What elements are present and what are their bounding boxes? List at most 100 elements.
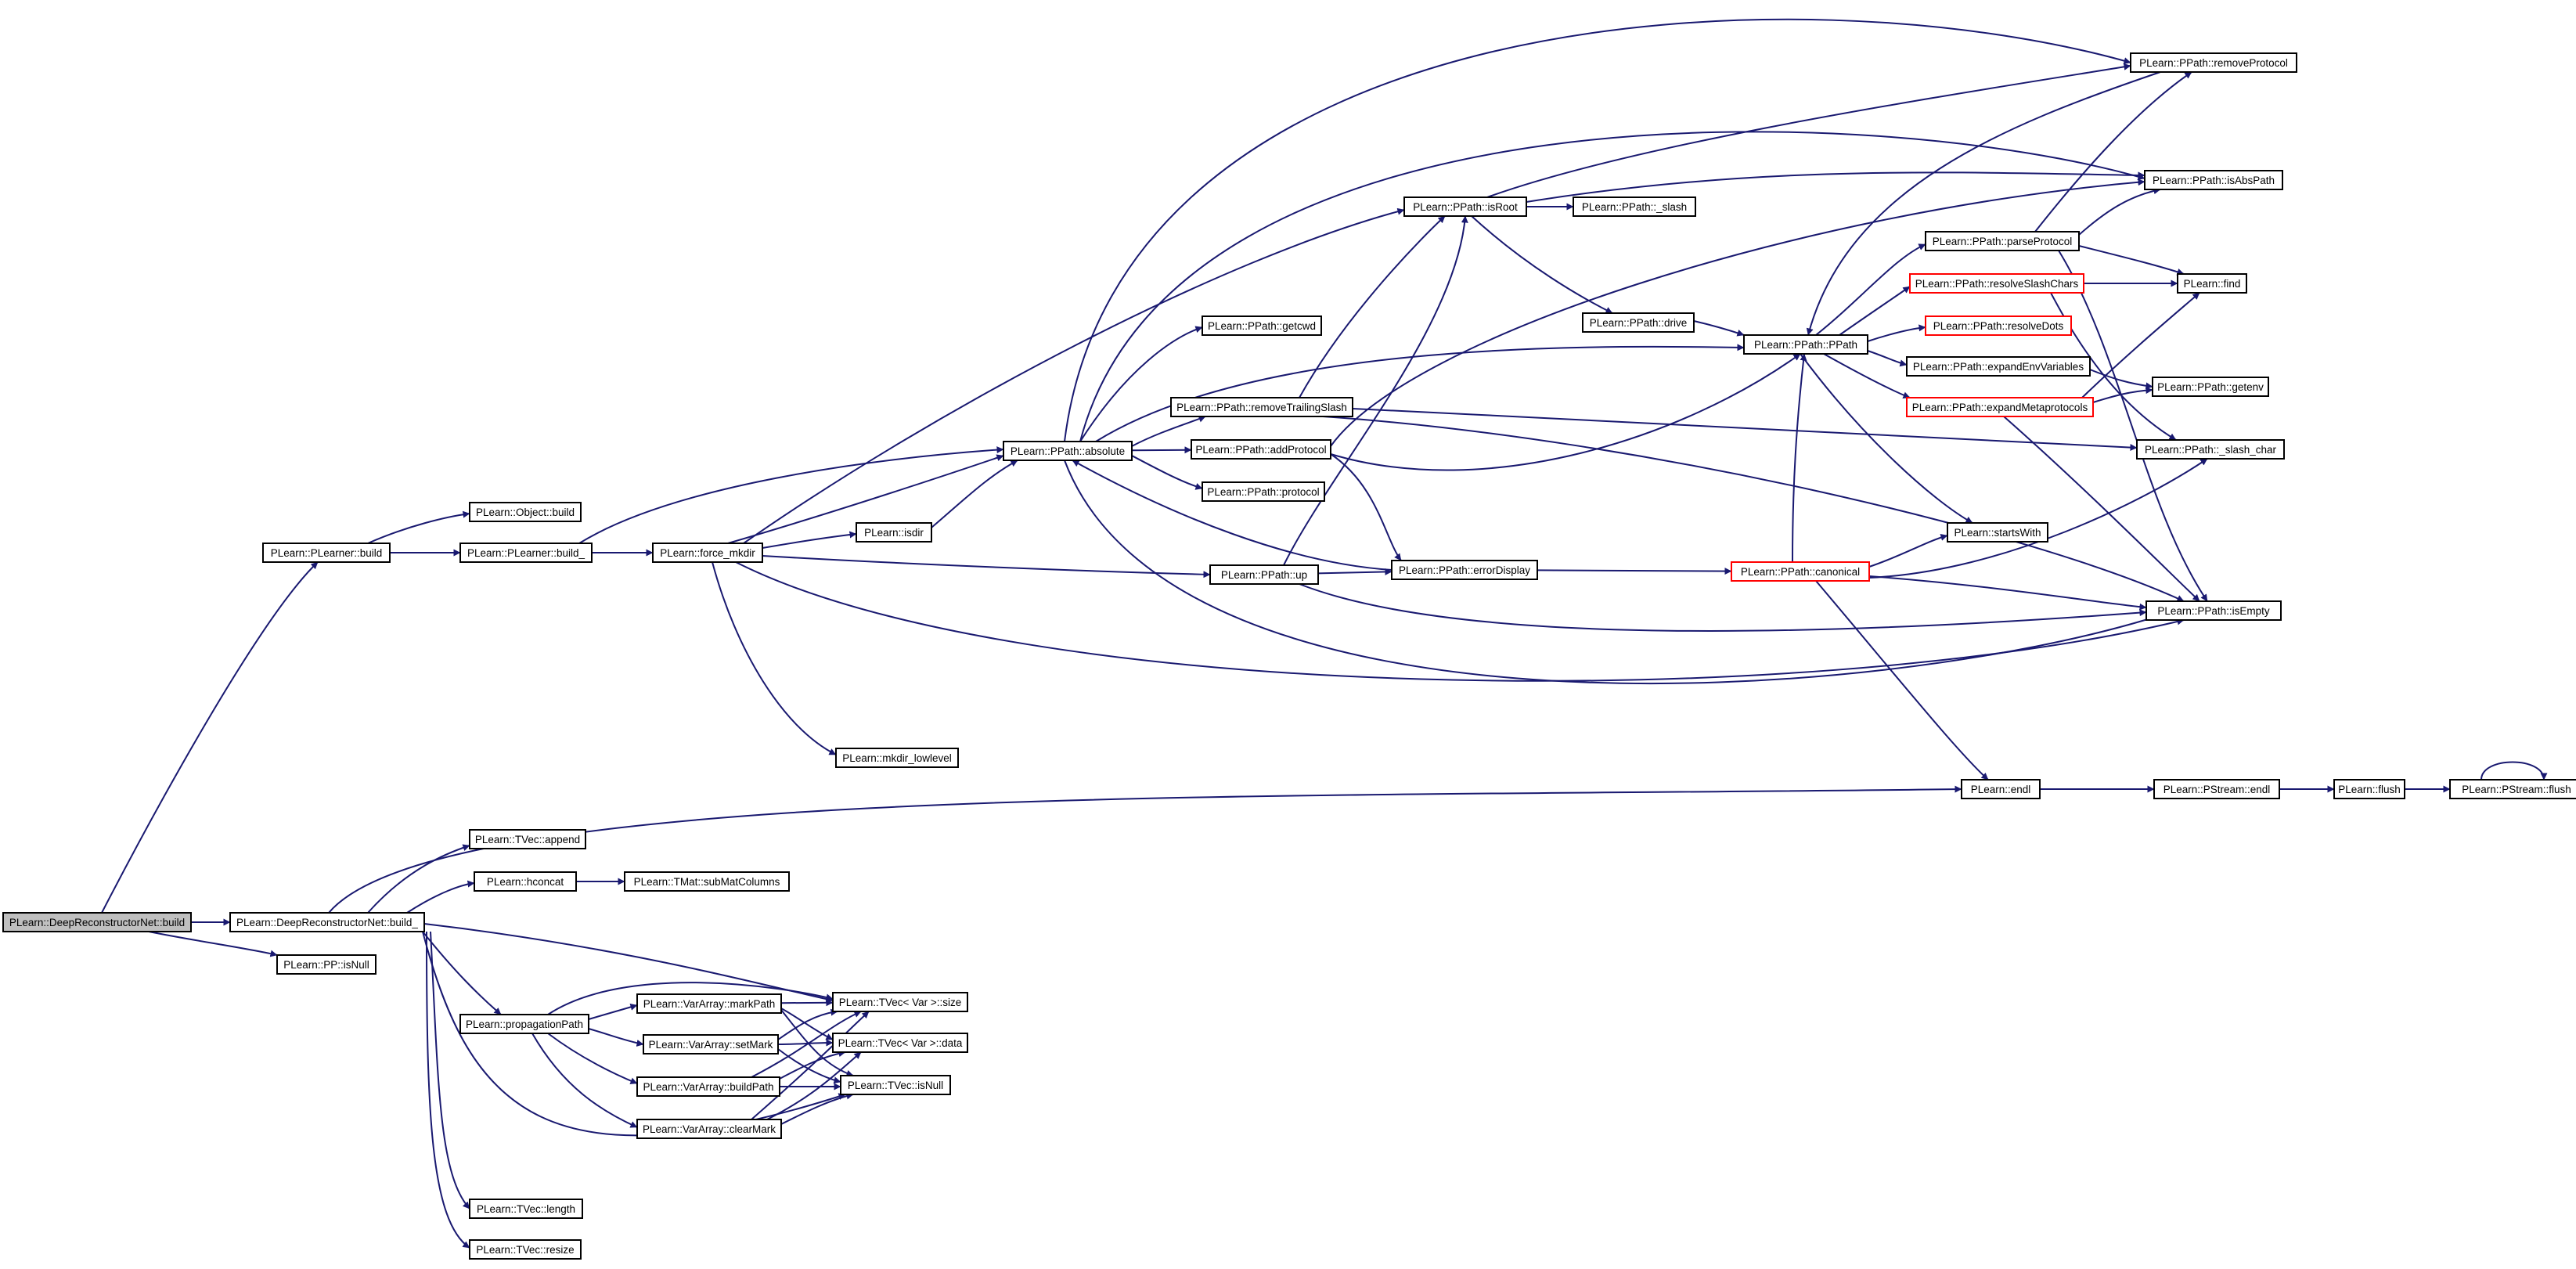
- edge-drn_build_-to-tvec_resize: [426, 931, 470, 1249]
- edge-force_mkdir-to-isRoot: [743, 207, 1405, 544]
- node-object-build[interactable]: PLearn::Object::build: [469, 502, 582, 522]
- edge-parseProtocol-to-isAbsPath: [2078, 187, 2161, 236]
- node-label: PLearn::isdir: [864, 527, 924, 539]
- node-slash[interactable]: PLearn::PPath::_slash: [1573, 196, 1696, 217]
- node-addProtocol[interactable]: PLearn::PPath::addProtocol: [1191, 439, 1331, 460]
- node-isRoot[interactable]: PLearn::PPath::isRoot: [1403, 196, 1527, 217]
- node-ppath[interactable]: PLearn::PPath::PPath: [1743, 334, 1868, 355]
- node-tvec-append[interactable]: PLearn::TVec::append: [469, 829, 586, 849]
- node-find[interactable]: PLearn::find: [2177, 273, 2247, 294]
- node-root: PLearn::DeepReconstructorNet::build: [2, 912, 192, 932]
- node-propagationPath[interactable]: PLearn::propagationPath: [459, 1014, 589, 1034]
- node-label: PLearn::PStream::endl: [2163, 784, 2271, 795]
- node-plearner-build[interactable]: PLearn::PLearner::build: [262, 543, 391, 563]
- edge-drive-to-ppath: [1693, 320, 1745, 337]
- node-getenv[interactable]: PLearn::PPath::getenv: [2152, 377, 2269, 397]
- node-protocol[interactable]: PLearn::PPath::protocol: [1202, 481, 1325, 502]
- node-box: [1909, 273, 2084, 294]
- edge-setMark-to-tvec_var_data: [777, 1039, 834, 1047]
- node-box: [459, 543, 593, 563]
- node-box: [2449, 779, 2576, 799]
- edge-absolute-to-protocol: [1131, 455, 1203, 490]
- node-box: [2136, 439, 2285, 460]
- edge-buildPath-to-tvec_var_size: [751, 1011, 862, 1078]
- node-box: [1925, 231, 2080, 251]
- edge-isRoot-to-removeProtocol: [1486, 63, 2131, 198]
- node-pp-isNull[interactable]: PLearn::PP::isNull: [276, 954, 376, 975]
- node-buildPath[interactable]: PLearn::VarArray::buildPath: [636, 1076, 780, 1097]
- node-pstream-endl[interactable]: PLearn::PStream::endl: [2153, 779, 2280, 799]
- edge-addProtocol-to-errorDisplay: [1330, 453, 1402, 561]
- edge-removeTrailingSlash-to-isRoot: [1299, 215, 1446, 398]
- node-label: PLearn::PPath::errorDisplay: [1399, 564, 1530, 576]
- node-errorDisplay[interactable]: PLearn::PPath::errorDisplay: [1391, 560, 1538, 580]
- node-clearMark[interactable]: PLearn::VarArray::clearMark: [636, 1119, 782, 1139]
- node-box: [469, 502, 582, 522]
- node-box: [840, 1075, 951, 1095]
- node-canonical[interactable]: PLearn::PPath::canonical: [1731, 561, 1870, 582]
- node-tvec-length[interactable]: PLearn::TVec::length: [469, 1199, 583, 1219]
- node-label: PLearn::PPath::getenv: [2157, 381, 2264, 393]
- edge-drn_build_-to-tvec_length: [430, 931, 470, 1210]
- node-box: [1003, 441, 1133, 461]
- node-box: [2333, 779, 2405, 799]
- node-removeTrailingSlash[interactable]: PLearn::PPath::removeTrailingSlash: [1170, 397, 1353, 417]
- node-label: PLearn::PStream::flush: [2462, 784, 2571, 795]
- edge-markPath-to-tvec_var_data: [780, 1008, 834, 1040]
- node-hconcat[interactable]: PLearn::hconcat: [474, 871, 577, 892]
- node-pstream-flush[interactable]: PLearn::PStream::flush: [2449, 779, 2576, 799]
- node-flush[interactable]: PLearn::flush: [2333, 779, 2405, 799]
- edge-parseProtocol-to-isEmpty: [2058, 250, 2208, 602]
- node-drn-build-[interactable]: PLearn::DeepReconstructorNet::build_: [229, 912, 425, 932]
- edge-drn_build_-to-propagationPath: [422, 931, 502, 1015]
- node-expandEnvVariables[interactable]: PLearn::PPath::expandEnvVariables: [1906, 356, 2091, 377]
- node-force-mkdir[interactable]: PLearn::force_mkdir: [652, 543, 763, 563]
- node-getcwd[interactable]: PLearn::PPath::getcwd: [1202, 315, 1322, 336]
- node-removeProtocol[interactable]: PLearn::PPath::removeProtocol: [2130, 52, 2297, 73]
- node-box: [276, 954, 376, 975]
- node-markPath[interactable]: PLearn::VarArray::markPath: [636, 993, 782, 1014]
- node-tvec-var-size[interactable]: PLearn::TVec< Var >::size: [832, 992, 968, 1012]
- node-absolute[interactable]: PLearn::PPath::absolute: [1003, 441, 1133, 461]
- node-up[interactable]: PLearn::PPath::up: [1209, 564, 1319, 585]
- node-isdir[interactable]: PLearn::isdir: [856, 522, 932, 543]
- node-subMatColumns[interactable]: PLearn::TMat::subMatColumns: [624, 871, 790, 892]
- edge-root-to-pp_isNull: [148, 931, 278, 957]
- node-label: PLearn::PPath::isAbsPath: [2153, 175, 2275, 186]
- node-setMark[interactable]: PLearn::VarArray::setMark: [643, 1034, 779, 1054]
- edge-ppath-to-expandEnvVariables: [1867, 350, 1908, 367]
- node-drive[interactable]: PLearn::PPath::drive: [1582, 312, 1695, 333]
- edge-clearMark-to-tvec_var_size: [751, 1011, 870, 1120]
- node-label: PLearn::PPath::isEmpty: [2157, 605, 2270, 617]
- edge-ppath-to-startsWith: [1800, 353, 1973, 524]
- node-box: [832, 992, 968, 1012]
- edge-buildPath-to-tvec_var_data: [779, 1050, 846, 1080]
- node-box: [1403, 196, 1527, 217]
- node-resolveSlashChars[interactable]: PLearn::PPath::resolveSlashChars: [1909, 273, 2084, 294]
- node-isEmpty[interactable]: PLearn::PPath::isEmpty: [2145, 600, 2282, 621]
- node-plearner-build-[interactable]: PLearn::PLearner::build_: [459, 543, 593, 563]
- edge-absolute-to-removeProtocol: [1064, 18, 2131, 442]
- edge-expandEnvVariables-to-getenv: [2089, 369, 2153, 390]
- node-box: [2130, 52, 2297, 73]
- node-parseProtocol[interactable]: PLearn::PPath::parseProtocol: [1925, 231, 2080, 251]
- node-tvec-var-data[interactable]: PLearn::TVec< Var >::data: [832, 1033, 968, 1053]
- node-resolveDots[interactable]: PLearn::PPath::resolveDots: [1925, 315, 2072, 336]
- edge-canonical-to-endl: [1815, 580, 1989, 781]
- node-mkdir-lowlevel[interactable]: PLearn::mkdir_lowlevel: [835, 748, 959, 768]
- edge-propagationPath-to-setMark: [588, 1028, 644, 1047]
- edge-canonical-to-startsWith: [1868, 534, 1948, 568]
- node-tvec-isNull[interactable]: PLearn::TVec::isNull: [840, 1075, 951, 1095]
- edge-drn_build_-to-endl: [328, 785, 1962, 914]
- edge-errorDisplay-to-absolute: [1072, 460, 1392, 571]
- node-box: [1191, 439, 1331, 460]
- node-endl[interactable]: PLearn::endl: [1961, 779, 2041, 799]
- edge-clearMark-to-tvec_isNull: [780, 1092, 854, 1125]
- node-slash-char[interactable]: PLearn::PPath::_slash_char: [2136, 439, 2285, 460]
- node-label: PLearn::force_mkdir: [660, 547, 755, 559]
- node-tvec-resize[interactable]: PLearn::TVec::resize: [469, 1239, 582, 1260]
- node-isAbsPath[interactable]: PLearn::PPath::isAbsPath: [2144, 170, 2283, 190]
- node-expandMetaprotocols[interactable]: PLearn::PPath::expandMetaprotocols: [1906, 397, 2094, 417]
- node-startsWith[interactable]: PLearn::startsWith: [1947, 522, 2048, 543]
